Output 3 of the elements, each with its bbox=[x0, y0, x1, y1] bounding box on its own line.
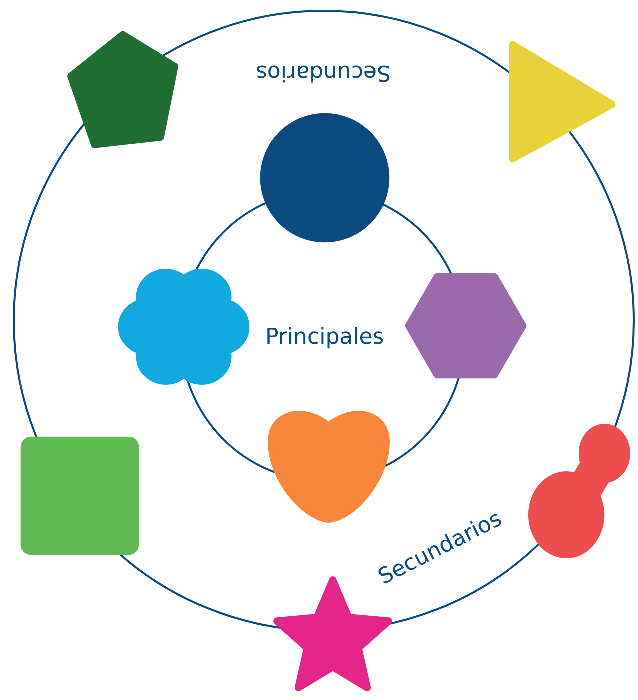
ring-label: Secundarios bbox=[256, 60, 391, 84]
center-label: Principales bbox=[266, 324, 384, 350]
square-shape bbox=[22, 438, 138, 554]
